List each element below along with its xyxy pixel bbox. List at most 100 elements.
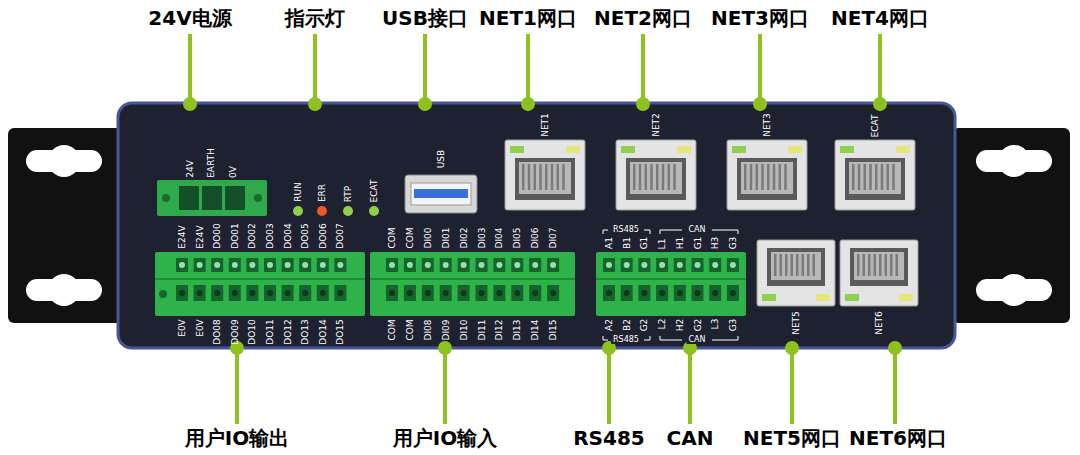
mount-bracket	[8, 128, 124, 323]
pin-label: DI13	[513, 319, 522, 340]
pin-label: DO04	[283, 224, 292, 249]
pin-label: COM	[388, 228, 397, 249]
pin-label: B1	[622, 237, 631, 249]
rj45-port	[757, 240, 835, 306]
pin-label: DI11	[477, 319, 486, 340]
callout-label: USB接口	[382, 8, 468, 28]
pin-label: H3	[711, 237, 720, 250]
pin-label: DO14	[318, 319, 327, 344]
pin-label: DO05	[301, 224, 310, 249]
pin-label: DI03	[477, 228, 486, 249]
terminal-label: 24V	[186, 160, 195, 178]
pin-label: H1	[675, 237, 684, 250]
callout-label: 用户IO输出	[185, 428, 289, 448]
pin-label: COM	[388, 319, 397, 340]
bus-label: CAN	[686, 226, 707, 234]
pin-label: E0V	[178, 319, 187, 337]
pin-label: G2	[640, 319, 649, 332]
pin-label: DO09	[230, 319, 239, 344]
callout-label: 24V电源	[148, 8, 231, 28]
pin-label: DO03	[266, 224, 275, 249]
rj45-port	[727, 140, 807, 210]
pin-label: DI08	[423, 319, 432, 340]
pin-label: DI00	[423, 228, 432, 249]
bus-label: CAN	[686, 336, 707, 344]
port-label: NET3	[763, 113, 772, 137]
pin-label: DI14	[531, 319, 540, 340]
pin-label: DI10	[459, 319, 468, 340]
pin-label: COM	[405, 319, 414, 340]
callout-label: NET1网口	[479, 8, 577, 28]
mount-bracket	[952, 128, 1070, 323]
pin-label: G3	[728, 319, 737, 332]
pin-label: G3	[728, 236, 737, 249]
pin-label: L2	[658, 319, 667, 330]
callout-label: NET3网口	[711, 8, 809, 28]
callout-label: NET2网口	[594, 8, 692, 28]
indicator-led	[293, 206, 379, 216]
pin-label: G1	[640, 236, 649, 249]
pin-label: DI09	[441, 319, 450, 340]
pin-label: G1	[693, 236, 702, 249]
port-label: NET2	[652, 113, 661, 137]
pin-label: DO15	[336, 319, 345, 344]
leader-line	[185, 34, 900, 424]
port-label: NET6	[875, 311, 884, 335]
pin-label: DI01	[441, 228, 450, 249]
pin-label: E24V	[178, 226, 187, 249]
callout-label: NET4网口	[831, 8, 929, 28]
indicator-label: ERR	[318, 184, 327, 202]
pin-label: DO13	[301, 319, 310, 344]
callout-label: 指示灯	[285, 8, 345, 28]
usb-port	[405, 175, 477, 213]
terminal-block	[155, 252, 365, 316]
pin-label: E24V	[195, 226, 204, 249]
pin-label: DO11	[266, 319, 275, 344]
pin-label: DI07	[549, 228, 558, 249]
terminal-block	[596, 252, 746, 316]
pin-label: DI05	[513, 228, 522, 249]
callout-label: CAN	[667, 428, 714, 448]
rj45-port	[840, 240, 918, 306]
terminal-block	[370, 252, 575, 316]
terminal-label: EARTH	[207, 148, 216, 178]
pin-label: DO06	[318, 224, 327, 249]
pin-label: DI04	[495, 228, 504, 249]
pin-label: DO10	[248, 319, 257, 344]
pin-label: DI02	[459, 228, 468, 249]
power-connector	[157, 180, 267, 216]
callout-label: 用户IO输入	[393, 428, 497, 448]
port-label: USB	[437, 150, 446, 168]
pin-label: DO00	[213, 224, 222, 249]
device-housing	[118, 103, 955, 348]
port-label: NET1	[541, 113, 550, 137]
mount-screw	[159, 290, 167, 298]
indicator-label: RUN	[294, 182, 303, 202]
pin-label: DO02	[248, 224, 257, 249]
port-label: NET5	[792, 311, 801, 335]
pin-label: L3	[711, 319, 720, 330]
callout-label: NET6网口	[849, 428, 947, 448]
pin-label: A1	[605, 237, 614, 249]
port-label: ECAT	[871, 114, 880, 137]
pin-label: B2	[622, 319, 631, 331]
pin-label: DO12	[283, 319, 292, 344]
rj45-port	[505, 140, 585, 210]
pin-label: DO08	[213, 319, 222, 344]
pin-label: L1	[658, 238, 667, 249]
terminal-label: 0V	[229, 166, 238, 178]
pin-label: A2	[605, 319, 614, 331]
pin-label: G2	[693, 319, 702, 332]
pin-label: DO01	[230, 224, 239, 249]
indicator-label: ECAT	[370, 179, 379, 202]
pin-label: DO07	[336, 224, 345, 249]
pin-label: DI15	[549, 319, 558, 340]
pin-label: COM	[405, 228, 414, 249]
bus-label: RS485	[611, 336, 641, 344]
pin-label: DI06	[531, 228, 540, 249]
indicator-label: RTP	[344, 185, 353, 202]
rj45-port	[616, 140, 696, 210]
callout-label: RS485	[573, 428, 645, 448]
pin-label: E0V	[195, 319, 204, 337]
